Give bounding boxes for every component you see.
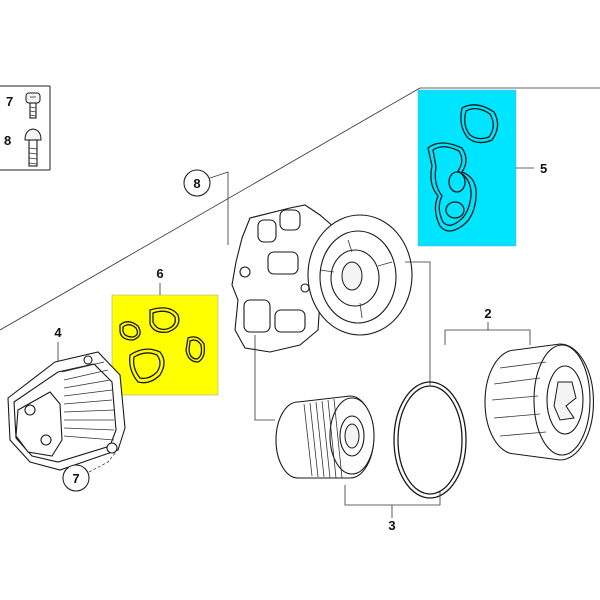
svg-text:7: 7 [72,471,79,486]
callout-label-7-top: 7 [6,94,13,109]
gasket-set-6-highlight [111,294,219,396]
callout-label-5: 5 [540,161,547,176]
leader-2 [444,329,531,345]
o-ring-drawing [393,381,467,499]
leader-lines-center [254,261,431,421]
screw-7-drawing [25,92,41,119]
frame-lines [0,85,600,331]
callout-label-6: 6 [156,266,163,281]
oil-cooler-4-drawing [7,351,126,471]
leader-3 [344,485,441,506]
filter-cap-2-drawing [484,343,594,461]
callout-label-8-top: 8 [4,133,11,148]
gasket-set-6-drawing [119,307,206,384]
bolt-8-drawing [24,128,42,167]
callout-label-3: 3 [388,518,395,533]
callout-7-circle: 7 [62,451,117,492]
callout-8-circle: 8 [183,169,229,245]
gasket-set-5-drawing [427,104,499,232]
filter-element-3-drawing [275,395,375,479]
callout-label-4: 4 [54,325,62,340]
callout-label-2: 2 [484,306,491,321]
oil-filter-housing-drawing [231,204,413,353]
svg-text:8: 8 [193,176,200,191]
